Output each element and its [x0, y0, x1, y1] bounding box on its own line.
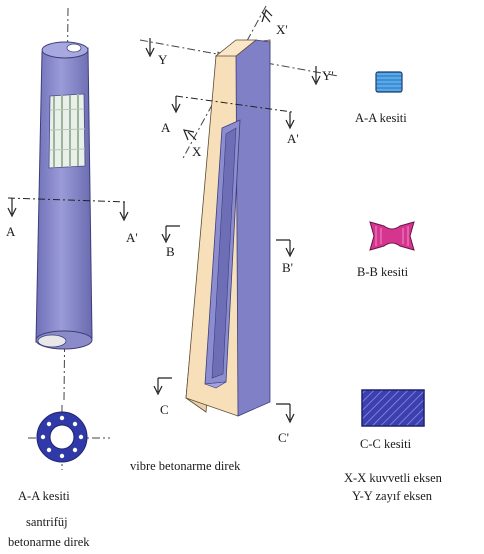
cut-arrow-c-prime	[276, 403, 295, 424]
label-x: X	[192, 144, 202, 159]
pole-top-face	[214, 39, 258, 57]
section-c-shape	[361, 389, 425, 427]
section-b: B-B kesiti	[357, 221, 415, 279]
section-a: A-A kesiti	[355, 71, 407, 125]
cut-arrow-a-prime-mid	[285, 112, 295, 130]
caption-axis-weak: Y-Y zayıf eksen	[352, 489, 433, 503]
label-b: B	[166, 244, 175, 259]
cut-arrow-a-prime-left	[119, 202, 129, 222]
cut-arrow-b-prime	[276, 239, 295, 258]
label-y-prime: Y'	[322, 68, 334, 83]
section-c: C-C kesiti	[360, 389, 425, 451]
section-b-shape	[369, 221, 415, 251]
caption-axis-strong: X-X kuvvetli eksen	[344, 471, 443, 485]
cut-arrow-a-mid	[171, 96, 181, 114]
centrifugal-pole: A A'	[6, 7, 138, 401]
label-c-prime: C'	[278, 430, 289, 445]
label-c: C	[160, 402, 169, 417]
label-b-prime: B'	[282, 260, 293, 275]
cut-arrow-b	[161, 225, 180, 244]
caption-section-b: B-B kesiti	[357, 265, 409, 279]
caption-centrifugal-name-1: santrifüj	[26, 515, 68, 529]
cut-line-aa-left	[7, 197, 129, 203]
label-y: Y	[158, 52, 168, 67]
cut-arrow-c	[153, 377, 172, 396]
caption-vibrated-name: vibre betonarme direk	[130, 459, 241, 473]
pole-top-end	[41, 41, 89, 59]
cut-arrow-a-left	[7, 198, 17, 218]
caption-section-c: C-C kesiti	[360, 437, 412, 451]
centrifugal-cross-section	[28, 405, 110, 470]
label-a-left: A	[6, 224, 16, 239]
caption-section-a: A-A kesiti	[355, 111, 407, 125]
pole-body	[35, 47, 93, 343]
label-a-prime-left: A'	[126, 230, 138, 245]
pole-side-face	[235, 39, 271, 417]
caption-centrifugal-section: A-A kesiti	[18, 489, 70, 503]
label-a-mid: A	[161, 120, 171, 135]
ring-hollow	[49, 424, 75, 450]
label-x-prime: X'	[276, 22, 288, 37]
section-a-shape	[375, 71, 403, 93]
caption-centrifugal-name-2: betonarme direk	[8, 535, 90, 549]
label-a-prime-mid: A'	[287, 131, 299, 146]
vibrated-pole: A A' X' X Y Y' B B' C C'	[139, 5, 339, 445]
